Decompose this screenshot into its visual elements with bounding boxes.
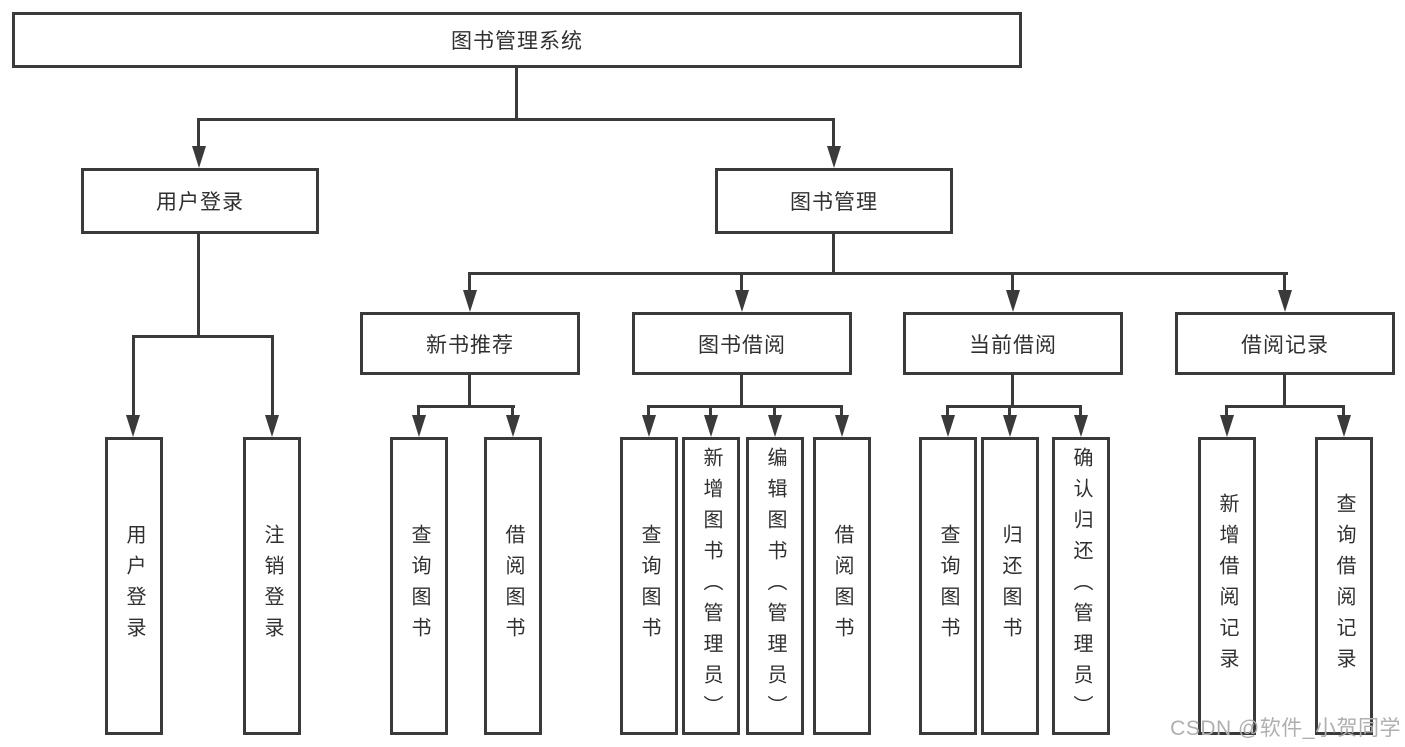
connector-drop-br-query	[1342, 405, 1345, 419]
connector-current-borrow-bus	[946, 405, 1082, 408]
arrowhead-logout-leaf	[265, 415, 279, 437]
node-book-borrow: 图书借阅	[632, 312, 852, 375]
arrowhead-nb-borrow	[506, 415, 520, 437]
arrowhead-cb-return	[1003, 415, 1017, 437]
connector-drop-nb-query	[417, 405, 420, 419]
node-book-borrow-label: 图书借阅	[698, 333, 786, 357]
connector-book-management-stem	[832, 234, 835, 275]
connector-new-book-stem	[468, 375, 471, 407]
leaf-nb-borrow-books: 借阅图书	[484, 437, 542, 735]
connector-drop-bb-add	[709, 405, 712, 419]
node-current-borrow-label: 当前借阅	[969, 333, 1057, 357]
node-root: 图书管理系统	[12, 12, 1022, 68]
arrowhead-cb-confirm	[1074, 415, 1088, 437]
leaf-nb-query-books: 查询图书	[390, 437, 448, 735]
node-root-label: 图书管理系统	[451, 30, 583, 53]
leaf-nb-query-books-label: 查询图书	[408, 524, 430, 648]
node-new-book-recommend-label: 新书推荐	[426, 333, 514, 357]
arrowhead-nb-query	[412, 415, 426, 437]
leaf-user-login: 用户登录	[105, 437, 163, 735]
node-new-book-recommend: 新书推荐	[360, 312, 580, 375]
arrowhead-bb-add	[704, 415, 718, 437]
leaf-bb-query-books-label: 查询图书	[638, 524, 660, 648]
leaf-cb-confirm-return-admin: 确认归还（管理员）	[1052, 437, 1110, 735]
connector-drop-book-borrow	[740, 272, 743, 294]
arrowhead-book-management	[827, 146, 841, 168]
leaf-bb-borrow-books-label: 借阅图书	[831, 524, 853, 648]
leaf-user-login-label: 用户登录	[123, 524, 145, 648]
arrowhead-new-book	[463, 290, 477, 312]
node-borrow-records: 借阅记录	[1175, 312, 1395, 375]
node-borrow-records-label: 借阅记录	[1241, 333, 1329, 357]
leaf-br-add-record: 新增借阅记录	[1198, 437, 1256, 735]
arrowhead-user-login	[192, 146, 206, 168]
connector-user-login-bus	[132, 335, 274, 338]
node-user-login: 用户登录	[81, 168, 319, 234]
csdn-watermark: CSDN @软件_小贺同学	[1170, 717, 1401, 740]
connector-drop-current-borrow	[1011, 272, 1014, 294]
node-book-management-label: 图书管理	[790, 191, 878, 214]
connector-book-borrow-bus	[647, 405, 843, 408]
connector-drop-br-add	[1225, 405, 1228, 419]
arrowhead-br-query	[1337, 415, 1351, 437]
connector-drop-bb-borrow	[840, 405, 843, 419]
connector-book-borrow-stem	[740, 375, 743, 407]
connector-drop-cb-return	[1008, 405, 1011, 419]
arrowhead-book-borrow	[735, 290, 749, 312]
connector-root-stem	[515, 66, 518, 120]
arrowhead-bb-borrow	[835, 415, 849, 437]
connector-user-login-stem	[197, 234, 200, 338]
leaf-bb-edit-books-admin: 编辑图书（管理员）	[746, 437, 804, 735]
leaf-br-add-record-label: 新增借阅记录	[1216, 493, 1238, 679]
connector-drop-bb-edit	[773, 405, 776, 419]
leaf-bb-add-books-admin-label: 新增图书（管理员）	[700, 446, 722, 726]
node-book-management: 图书管理	[715, 168, 953, 234]
connector-drop-login-leaf	[132, 335, 135, 417]
leaf-bb-add-books-admin: 新增图书（管理员）	[682, 437, 740, 735]
node-user-login-label: 用户登录	[156, 191, 244, 214]
leaf-nb-borrow-books-label: 借阅图书	[502, 524, 524, 648]
connector-current-borrow-stem	[1011, 375, 1014, 407]
arrowhead-login-leaf	[126, 415, 140, 437]
connector-drop-logout-leaf	[271, 335, 274, 417]
connector-drop-user-login	[197, 118, 200, 150]
arrowhead-cb-query	[941, 415, 955, 437]
arrowhead-borrow-records	[1278, 290, 1292, 312]
connector-drop-bb-query	[647, 405, 650, 419]
arrowhead-br-add	[1220, 415, 1234, 437]
leaf-logout-label: 注销登录	[261, 524, 283, 648]
arrowhead-bb-query	[642, 415, 656, 437]
connector-drop-nb-borrow	[511, 405, 514, 419]
leaf-bb-borrow-books: 借阅图书	[813, 437, 871, 735]
arrowhead-current-borrow	[1006, 290, 1020, 312]
connector-book-management-bus	[468, 272, 1288, 275]
connector-root-bus	[197, 118, 835, 121]
leaf-logout: 注销登录	[243, 437, 301, 735]
leaf-cb-return-books-label: 归还图书	[999, 524, 1021, 648]
leaf-cb-return-books: 归还图书	[981, 437, 1039, 735]
leaf-cb-query-books-label: 查询图书	[937, 524, 959, 648]
arrowhead-bb-edit	[768, 415, 782, 437]
leaf-cb-query-books: 查询图书	[919, 437, 977, 735]
node-current-borrow: 当前借阅	[903, 312, 1123, 375]
leaf-bb-query-books: 查询图书	[620, 437, 678, 735]
connector-drop-borrow-records	[1283, 272, 1286, 294]
connector-borrow-records-stem	[1283, 375, 1286, 407]
connector-drop-cb-confirm	[1079, 405, 1082, 419]
connector-drop-book-management	[832, 118, 835, 150]
connector-new-book-bus	[417, 405, 515, 408]
connector-borrow-records-bus	[1225, 405, 1345, 408]
connector-drop-cb-query	[946, 405, 949, 419]
connector-drop-new-book	[468, 272, 471, 294]
leaf-bb-edit-books-admin-label: 编辑图书（管理员）	[764, 446, 786, 726]
leaf-cb-confirm-return-admin-label: 确认归还（管理员）	[1070, 446, 1092, 726]
leaf-br-query-record: 查询借阅记录	[1315, 437, 1373, 735]
leaf-br-query-record-label: 查询借阅记录	[1333, 493, 1355, 679]
